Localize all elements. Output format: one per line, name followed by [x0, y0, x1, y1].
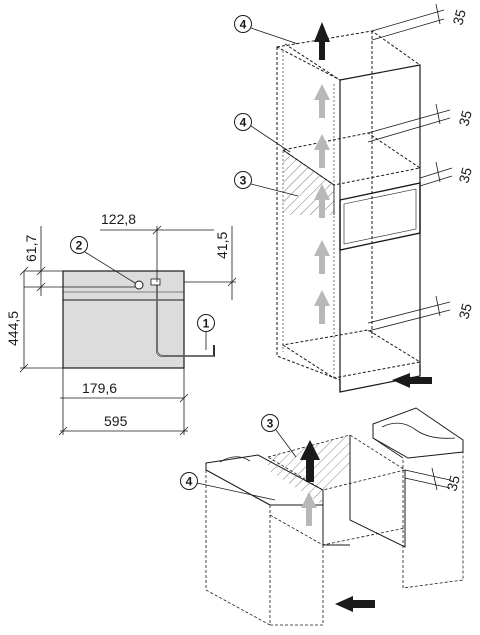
- svg-text:3: 3: [240, 174, 247, 188]
- arrow-up-icon: [314, 22, 330, 60]
- svg-text:2: 2: [76, 239, 83, 253]
- arrow-up-icon: [314, 134, 330, 168]
- svg-text:4: 4: [186, 475, 193, 489]
- arrow-up-icon: [314, 84, 330, 118]
- tall-cabinet: [276, 30, 422, 393]
- terminal-block: [150, 278, 161, 286]
- vent-dim-undercounter: 35: [443, 473, 463, 492]
- svg-text:3: 3: [267, 417, 274, 431]
- arrow-up-icon: [300, 440, 320, 482]
- arrow-up-icon: [314, 290, 330, 324]
- callout-4-mid: 4: [234, 113, 291, 153]
- dim-right-offset: 41,5: [214, 232, 230, 259]
- oven-front-view: 122,8 41,5 61,7 444,5 179,6 595 1 2: [5, 211, 237, 436]
- callout-4-top: 4: [234, 15, 299, 45]
- oven-body: [62, 270, 185, 369]
- connection-point: [134, 280, 144, 290]
- dim-top-width: 122,8: [101, 211, 136, 227]
- dim-overall-height: 444,5: [5, 311, 21, 346]
- dim-width: 595: [104, 413, 128, 429]
- dim-bottom-offset: 179,6: [82, 380, 117, 396]
- callout-4-under: 4: [180, 472, 276, 501]
- airflow-arrows-tall: [314, 22, 432, 388]
- callout-2: 2: [70, 236, 136, 284]
- vent-dim-bottom: 35: [455, 301, 475, 320]
- power-cable-inner: [156, 282, 214, 357]
- arrow-up-icon: [314, 240, 330, 274]
- vent-dim-shelf-upper: 35: [455, 108, 475, 127]
- arrow-left-icon: [335, 596, 375, 612]
- callout-3-under: 3: [261, 414, 297, 458]
- vent-dim-top: 35: [449, 7, 469, 26]
- ventilation-dims-under: [404, 467, 451, 491]
- svg-text:4: 4: [240, 18, 247, 32]
- arrow-left-icon: [392, 373, 432, 388]
- ventilation-dims-tall: [367, 3, 453, 332]
- undercounter-cabinet: [205, 407, 464, 626]
- vent-dim-shelf-lower: 35: [455, 165, 475, 184]
- arrow-up-icon: [301, 492, 317, 526]
- arrow-up-icon: [314, 184, 330, 218]
- callout-3-tall: 3: [234, 171, 299, 197]
- svg-text:4: 4: [240, 116, 247, 130]
- dim-top-offset: 61,7: [23, 235, 39, 262]
- callout-1: 1: [197, 314, 215, 350]
- airflow-arrows-under: [300, 440, 375, 612]
- svg-text:1: 1: [203, 317, 210, 331]
- dimension-lines: [19, 225, 237, 436]
